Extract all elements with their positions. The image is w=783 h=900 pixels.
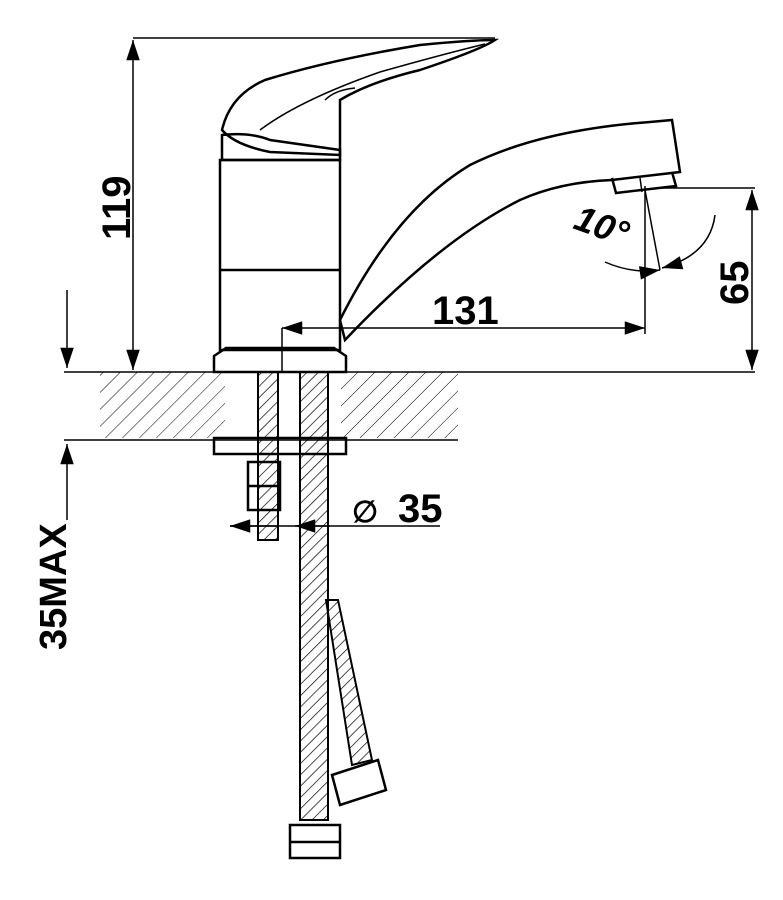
dim-hole-diameter: 35 <box>398 487 443 531</box>
dimension-lines <box>60 37 759 533</box>
dim-max-thickness: 35MAX <box>33 523 75 650</box>
dim-spout-reach: 131 <box>432 289 499 333</box>
dim-height-total: 119 <box>95 175 139 240</box>
faucet-body <box>212 38 500 374</box>
mounting-stud <box>212 371 348 541</box>
dim-outlet-height: 65 <box>713 261 757 306</box>
supply-hose-long <box>288 371 342 860</box>
supply-hose-short <box>324 599 388 807</box>
dim-diameter-symbol: ∅ <box>352 496 378 529</box>
faucet-spout <box>338 118 682 343</box>
countertop <box>64 371 755 441</box>
dim-spout-angle: 10° <box>569 197 635 254</box>
